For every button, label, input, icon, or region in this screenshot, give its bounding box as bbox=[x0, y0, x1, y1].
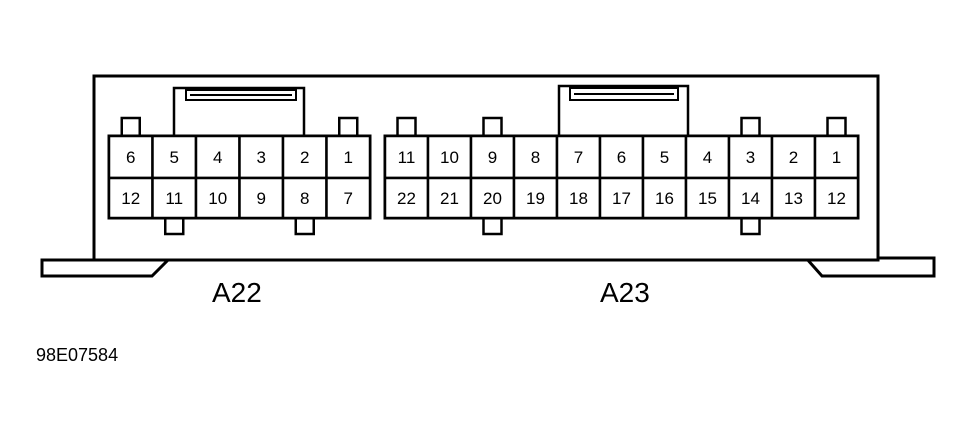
locking-tab bbox=[740, 116, 761, 138]
locking-tab bbox=[164, 216, 185, 236]
pin-cell: 8 bbox=[281, 176, 328, 220]
pin-number: 11 bbox=[398, 148, 416, 167]
pin-cell: 7 bbox=[555, 134, 602, 180]
a23-latch bbox=[557, 84, 690, 136]
pin-cell: 11 bbox=[383, 134, 430, 180]
locking-tab bbox=[826, 116, 847, 138]
pin-cell: 21 bbox=[426, 176, 473, 220]
pin-number: 11 bbox=[165, 189, 183, 208]
pin-number: 6 bbox=[617, 148, 626, 167]
pin-cell: 5 bbox=[641, 134, 688, 180]
pin-number: 5 bbox=[660, 148, 669, 167]
locking-tab bbox=[396, 116, 417, 138]
pin-number: 19 bbox=[526, 189, 545, 208]
pin-number: 13 bbox=[784, 189, 803, 208]
locking-tab bbox=[294, 216, 315, 236]
pin-number: 5 bbox=[170, 148, 179, 167]
pin-cell: 6 bbox=[107, 134, 154, 180]
pin-cell: 5 bbox=[151, 134, 198, 180]
pin-number: 12 bbox=[121, 189, 140, 208]
pin-number: 1 bbox=[832, 148, 841, 167]
a23-connector: 11 22 10 21 9 20 8 19 7 18 6 17 5 16 4 15 3 14 2 13 1 12 bbox=[383, 116, 860, 236]
pin-number: 6 bbox=[126, 148, 135, 167]
figure-id: 98E07584 bbox=[36, 345, 118, 365]
pin-cell: 6 bbox=[598, 134, 645, 180]
pin-cell: 9 bbox=[238, 176, 285, 220]
mounting-flange-right bbox=[802, 256, 936, 278]
pin-number: 12 bbox=[827, 189, 846, 208]
a22-label: A22 bbox=[212, 277, 262, 308]
pin-number: 10 bbox=[208, 189, 227, 208]
a23-label: A23 bbox=[600, 277, 650, 308]
pin-cell: 4 bbox=[194, 134, 241, 180]
pin-number: 21 bbox=[440, 189, 459, 208]
pin-cell: 18 bbox=[555, 176, 602, 220]
pin-cell: 3 bbox=[727, 134, 774, 180]
a22-latch bbox=[172, 86, 306, 136]
pin-cell: 22 bbox=[383, 176, 430, 220]
pin-cell: 9 bbox=[469, 134, 516, 180]
pin-cell: 15 bbox=[684, 176, 731, 220]
a22-connector: 6 12 5 11 4 10 3 9 2 8 1 7 bbox=[107, 116, 372, 236]
pin-number: 1 bbox=[344, 148, 353, 167]
locking-tab bbox=[482, 116, 503, 138]
pin-cell: 1 bbox=[325, 134, 372, 180]
pin-number: 8 bbox=[300, 189, 309, 208]
locking-tab bbox=[482, 216, 503, 236]
pin-cell: 10 bbox=[194, 176, 241, 220]
pin-cell: 14 bbox=[727, 176, 774, 220]
pin-cell: 8 bbox=[512, 134, 559, 180]
pin-cell: 7 bbox=[325, 176, 372, 220]
pin-number: 10 bbox=[440, 148, 459, 167]
pin-number: 3 bbox=[257, 148, 266, 167]
pin-cell: 10 bbox=[426, 134, 473, 180]
pin-cell: 3 bbox=[238, 134, 285, 180]
pin-number: 3 bbox=[746, 148, 755, 167]
pin-number: 17 bbox=[612, 189, 631, 208]
pin-number: 9 bbox=[257, 189, 266, 208]
pin-number: 4 bbox=[213, 148, 222, 167]
pin-cell: 16 bbox=[641, 176, 688, 220]
pin-cell: 13 bbox=[770, 176, 817, 220]
locking-tab bbox=[338, 116, 359, 138]
pin-cell: 2 bbox=[281, 134, 328, 180]
pin-number: 15 bbox=[698, 189, 717, 208]
mounting-flange bbox=[40, 258, 172, 278]
pin-cell: 1 bbox=[813, 134, 860, 180]
pin-number: 22 bbox=[397, 189, 416, 208]
pin-number: 9 bbox=[488, 148, 497, 167]
pin-number: 20 bbox=[483, 189, 502, 208]
pin-cell: 4 bbox=[684, 134, 731, 180]
locking-tab bbox=[120, 116, 141, 138]
pin-cell: 12 bbox=[813, 176, 860, 220]
locking-tab bbox=[740, 216, 761, 236]
pin-number: 18 bbox=[569, 189, 588, 208]
pin-number: 4 bbox=[703, 148, 712, 167]
pin-number: 7 bbox=[344, 189, 353, 208]
pin-number: 14 bbox=[741, 189, 760, 208]
pin-cell: 11 bbox=[151, 176, 198, 220]
pin-number: 16 bbox=[655, 189, 674, 208]
pin-cell: 12 bbox=[107, 176, 154, 220]
pin-cell: 2 bbox=[770, 134, 817, 180]
pin-number: 7 bbox=[574, 148, 583, 167]
pin-cell: 17 bbox=[598, 176, 645, 220]
pin-number: 2 bbox=[789, 148, 798, 167]
pin-number: 8 bbox=[531, 148, 540, 167]
pin-number: 2 bbox=[300, 148, 309, 167]
pin-cell: 19 bbox=[512, 176, 559, 220]
pin-cell: 20 bbox=[469, 176, 516, 220]
